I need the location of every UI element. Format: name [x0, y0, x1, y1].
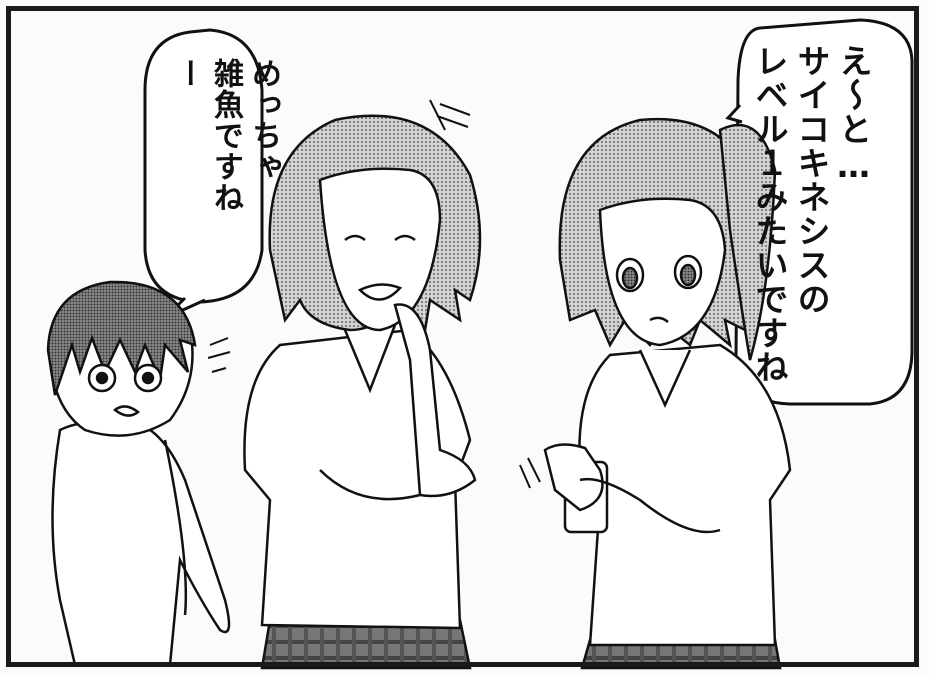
- speech-line: サイコキネシスの: [792, 44, 831, 316]
- speech-line: レベル１みたいですね: [750, 44, 789, 384]
- speech-text-left: めっちゃ 雑魚ですね ー: [168, 58, 282, 258]
- speech-line: え〜と…: [834, 44, 873, 186]
- middle-girl-character: [243, 99, 482, 670]
- speech-line: ー: [170, 58, 205, 89]
- right-girl-character: [519, 117, 792, 670]
- speech-bubble-right: [725, 18, 914, 406]
- speech-line: 雑魚ですね: [208, 58, 243, 213]
- speech-line: めっちゃ: [246, 58, 281, 182]
- speech-text-right: え〜と… サイコキネシスの レベル１みたいですね: [748, 44, 874, 384]
- boy-character: [46, 280, 231, 667]
